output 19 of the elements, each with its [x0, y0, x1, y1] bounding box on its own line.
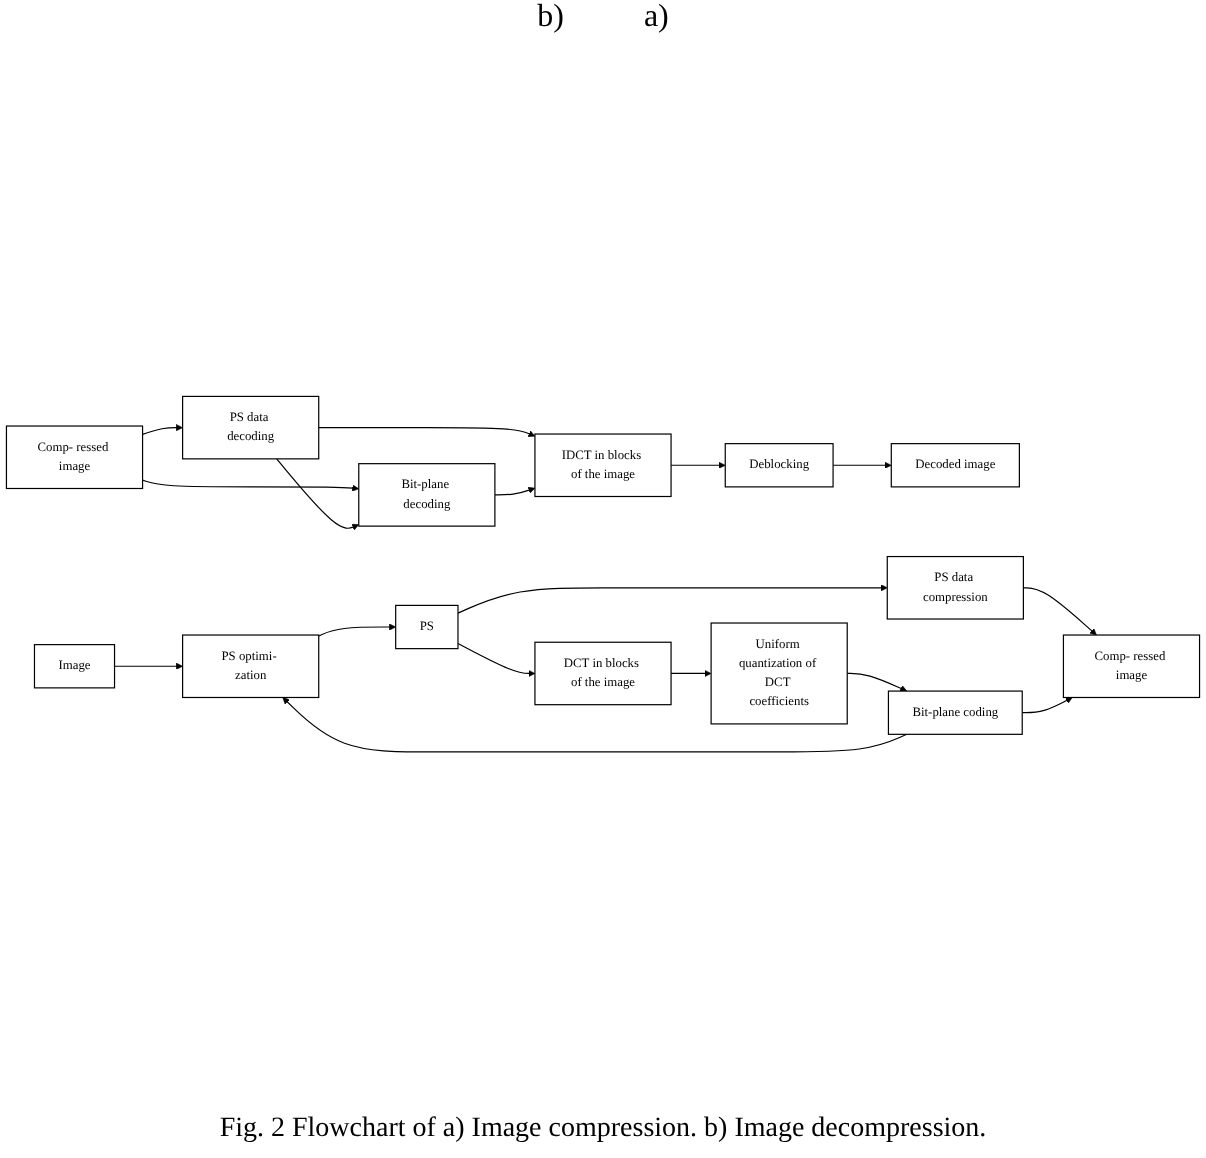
- arrow: [318, 624, 396, 638]
- arrow: [276, 459, 360, 532]
- arrow: [457, 643, 536, 678]
- arrow: [846, 673, 908, 693]
- arrow: [318, 427, 536, 438]
- arrow: [1022, 588, 1097, 637]
- panel-label: a): [643, 0, 669, 34]
- arrow: [494, 487, 536, 497]
- arrow: [282, 698, 908, 754]
- arrow: [670, 670, 712, 678]
- arrow: [113, 663, 183, 671]
- arrow: [457, 585, 888, 615]
- panel-label: b): [537, 0, 564, 34]
- arrow: [141, 424, 183, 436]
- arrow: [832, 462, 892, 470]
- arrow: [141, 480, 360, 493]
- arrow: [670, 462, 726, 470]
- arrow: [1021, 698, 1073, 715]
- figure-caption: Fig. 2 Flowchart of a) Image compression. b) Image decompression.: [217, 1114, 989, 1148]
